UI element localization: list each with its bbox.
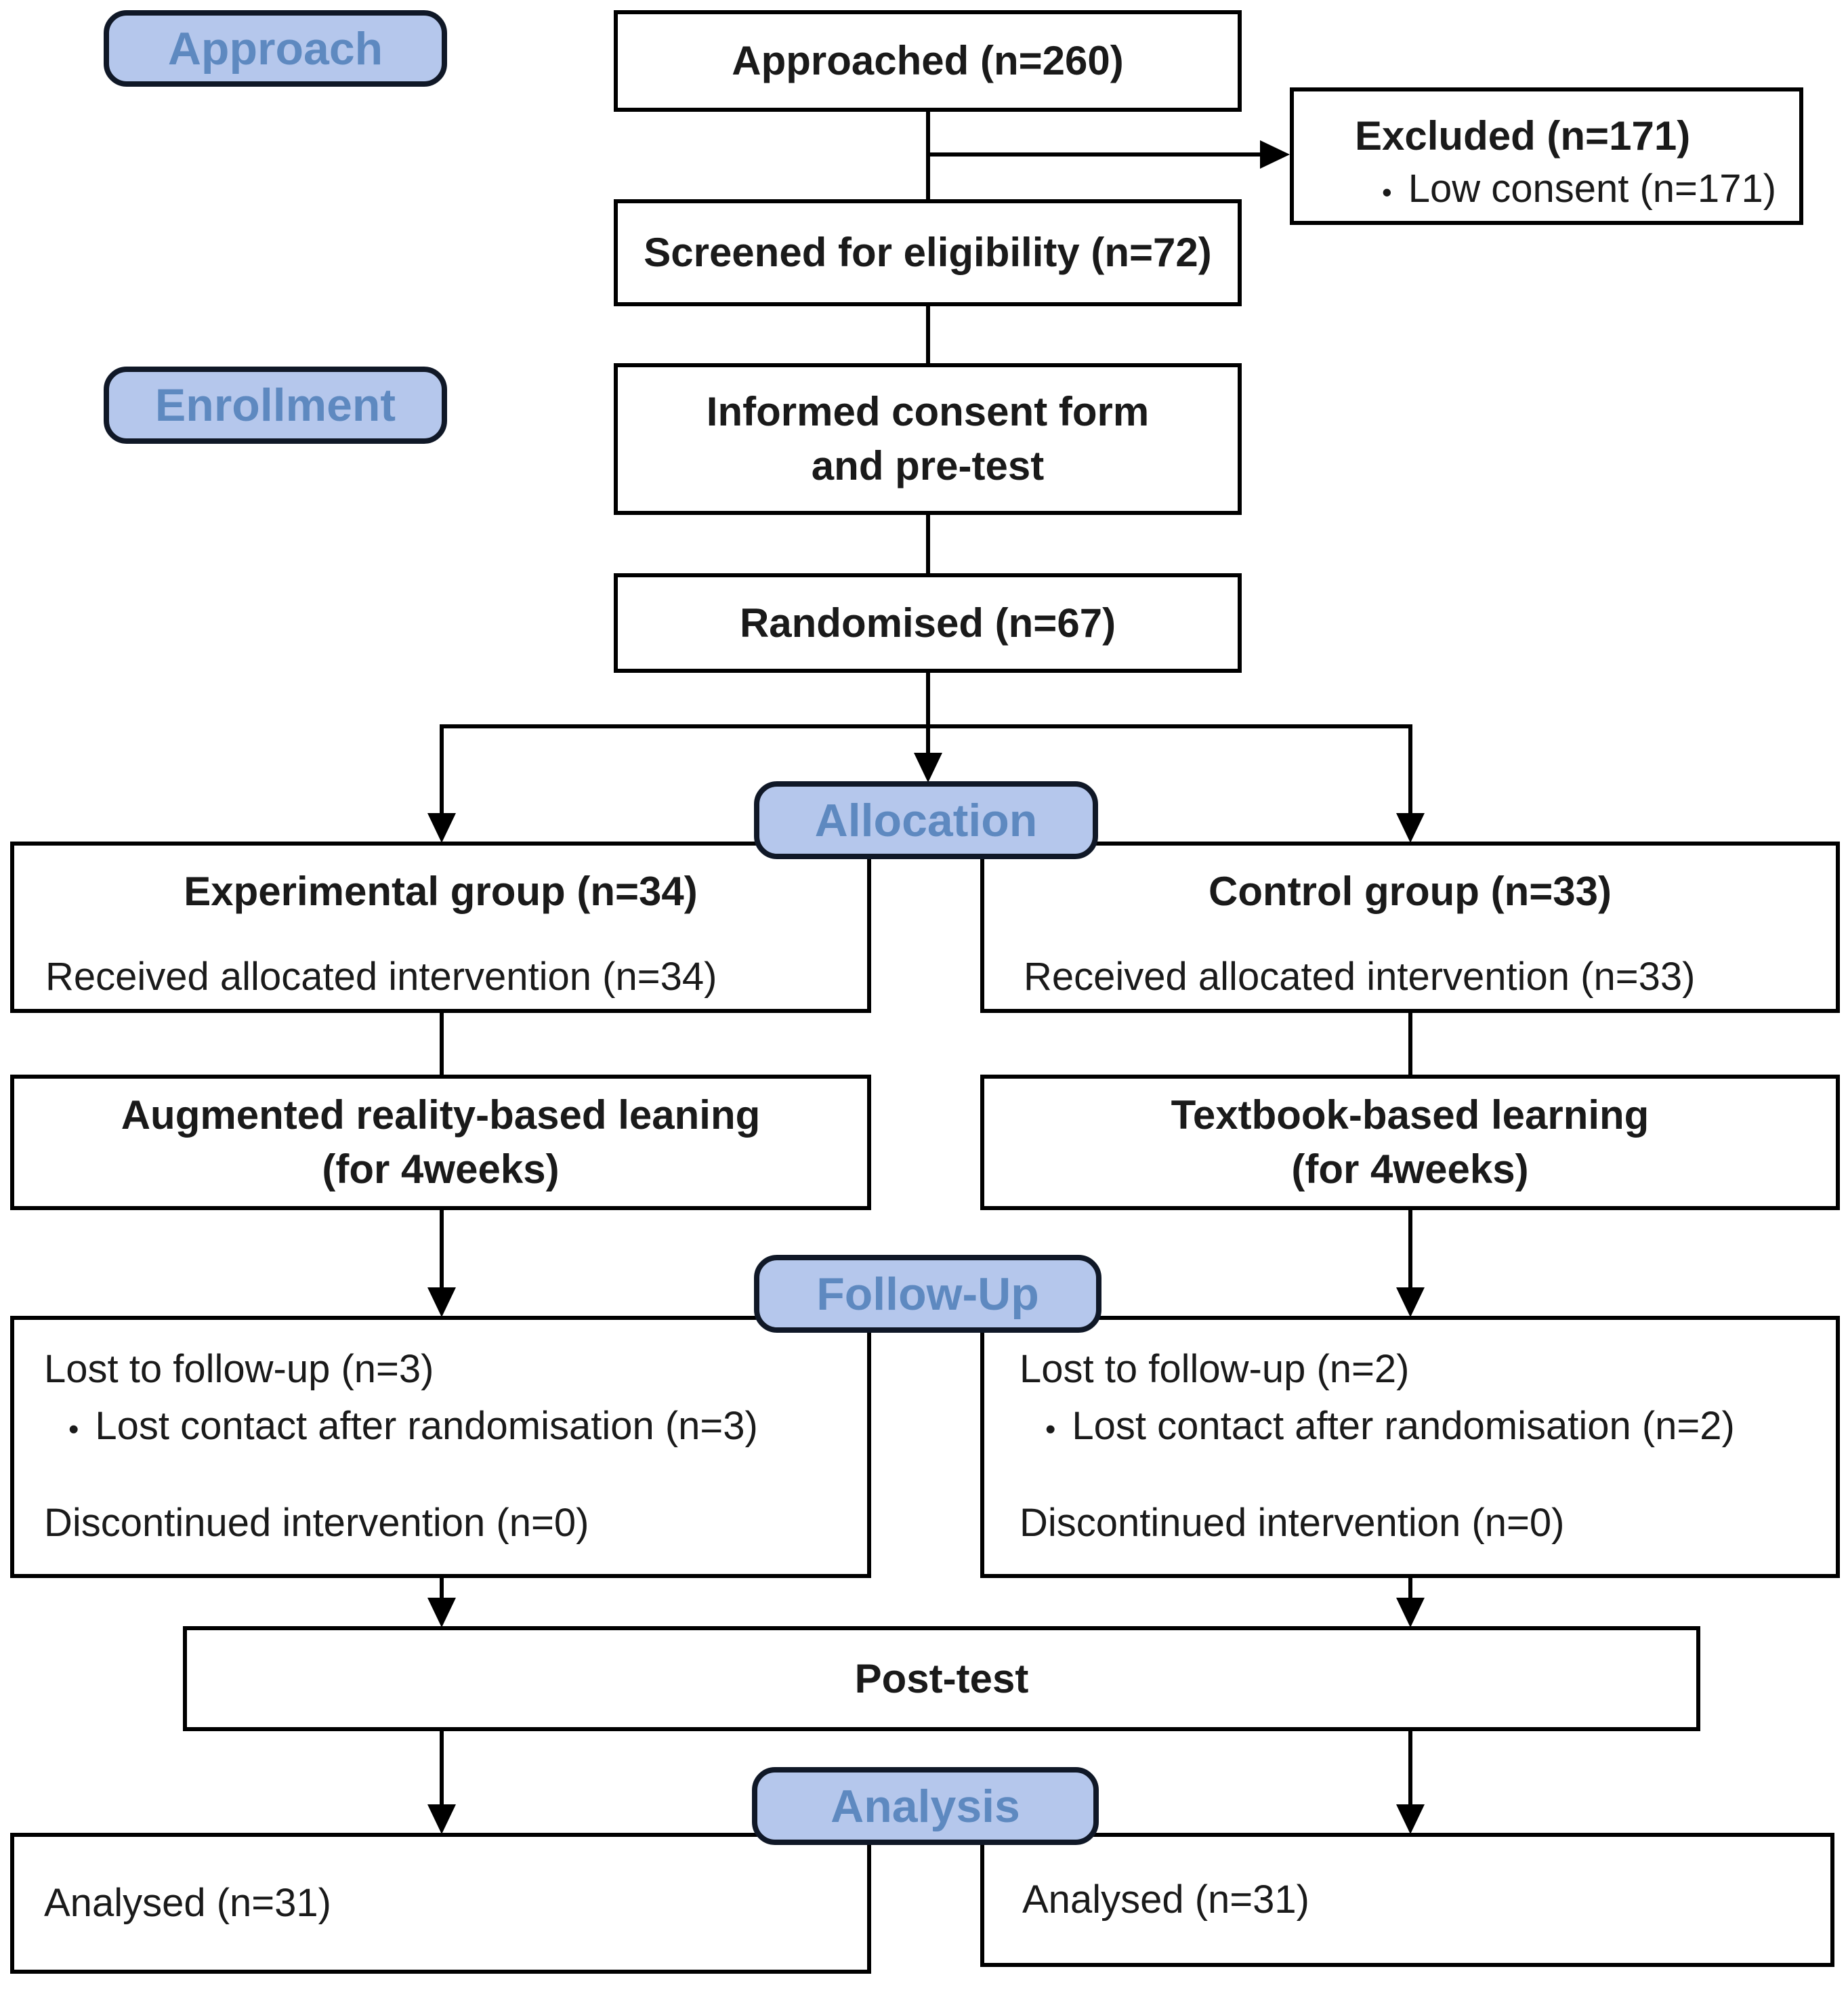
connector-posttest-to-analysed-right [1408, 1731, 1412, 1806]
ar-learning-line2: (for 4weeks) [322, 1146, 560, 1192]
connector-randomised-to-branch [926, 673, 930, 728]
experimental-title: Experimental group (n=34) [184, 869, 698, 914]
flow-box-analysed-right: Analysed (n=31) [980, 1833, 1834, 1967]
followup-left-line3: Discontinued intervention (n=0) [44, 1501, 589, 1545]
flow-box-randomised: Randomised (n=67) [614, 573, 1242, 673]
connector-control-to-textbook [1408, 1013, 1412, 1075]
approached-title: Approached (n=260) [732, 38, 1124, 83]
connector-posttest-to-analysed-left [440, 1731, 444, 1806]
screened-title: Screened for eligibility (n=72) [644, 230, 1212, 275]
arrowhead-down-posttest-right-icon [1396, 1598, 1425, 1628]
informed-line1: Informed consent form [706, 389, 1150, 434]
informed-line2: and pre-test [811, 443, 1045, 489]
excluded-title: Excluded (n=171) [1355, 113, 1691, 159]
connector-branch-left-drop [440, 724, 444, 814]
control-title: Control group (n=33) [1209, 869, 1612, 914]
flow-box-followup-left: Lost to follow-up (n=3) • Lost contact a… [10, 1316, 871, 1578]
excluded-reason: Low consent (n=171) [1408, 167, 1777, 211]
connector-ar-to-followup [440, 1210, 444, 1290]
connector-experimental-to-ar [440, 1013, 444, 1075]
flow-box-informed-consent: Informed consent form and pre-test [614, 363, 1242, 515]
connector-to-excluded [928, 152, 1261, 157]
randomised-title: Randomised (n=67) [739, 600, 1116, 646]
stage-label-enrollment: Enrollment [104, 367, 447, 444]
bullet-icon: • [68, 1413, 79, 1446]
arrowhead-down-followup-left-icon [427, 1287, 456, 1317]
arrowhead-down-followup-right-icon [1396, 1287, 1425, 1317]
flow-box-approached: Approached (n=260) [614, 10, 1242, 112]
connector-followup-right-to-posttest [1408, 1578, 1412, 1599]
followup-right-line1: Lost to follow-up (n=2) [1020, 1347, 1410, 1391]
connector-informed-to-randomised [926, 515, 930, 574]
followup-right-reason: Lost contact after randomisation (n=2) [1072, 1404, 1735, 1448]
flow-box-analysed-left: Analysed (n=31) [10, 1833, 871, 1974]
connector-branch-right-drop [1408, 724, 1412, 814]
followup-left-line1: Lost to follow-up (n=3) [44, 1347, 434, 1391]
flow-box-excluded: Excluded (n=171) • Low consent (n=171) [1290, 87, 1803, 225]
stage-label-analysis: Analysis [752, 1767, 1099, 1845]
flow-box-experimental-group: Experimental group (n=34) Received alloc… [10, 842, 871, 1013]
control-body: Received allocated intervention (n=33) [1024, 955, 1696, 999]
ar-learning-line1: Augmented reality-based leaning [121, 1092, 761, 1138]
flow-box-textbook-learning: Textbook-based learning (for 4weeks) [980, 1075, 1840, 1210]
connector-textbook-to-followup [1408, 1210, 1412, 1290]
flow-box-posttest: Post-test [183, 1626, 1700, 1731]
stage-label-approach: Approach [104, 10, 447, 87]
flow-box-ar-learning: Augmented reality-based leaning (for 4we… [10, 1075, 871, 1210]
bullet-icon: • [1382, 176, 1392, 208]
stage-label-followup: Follow-Up [754, 1255, 1101, 1333]
arrowhead-down-control-icon [1396, 813, 1425, 843]
stage-label-allocation: Allocation [754, 781, 1098, 859]
bullet-icon: • [1045, 1413, 1056, 1446]
followup-right-line3: Discontinued intervention (n=0) [1020, 1501, 1565, 1545]
connector-branch-center-drop [926, 726, 930, 754]
textbook-learning-line2: (for 4weeks) [1291, 1146, 1529, 1192]
textbook-learning-line1: Textbook-based learning [1171, 1092, 1650, 1138]
flow-box-screened: Screened for eligibility (n=72) [614, 199, 1242, 306]
arrowhead-down-analysed-right-icon [1396, 1804, 1425, 1834]
connector-followup-left-to-posttest [440, 1578, 444, 1599]
arrowhead-down-posttest-left-icon [427, 1598, 456, 1628]
experimental-body: Received allocated intervention (n=34) [45, 955, 717, 999]
arrowhead-down-experimental-icon [427, 813, 456, 843]
arrowhead-down-analysed-left-icon [427, 1804, 456, 1834]
arrowhead-right-excluded-icon [1260, 140, 1290, 169]
arrowhead-down-allocation-icon [914, 753, 942, 783]
connector-screened-to-informed [926, 306, 930, 363]
posttest-title: Post-test [854, 1655, 1029, 1701]
analysed-left-title: Analysed (n=31) [44, 1881, 331, 1925]
flow-box-followup-right: Lost to follow-up (n=2) • Lost contact a… [980, 1316, 1840, 1578]
analysed-right-title: Analysed (n=31) [1022, 1878, 1309, 1922]
flow-box-control-group: Control group (n=33) Received allocated … [980, 842, 1840, 1013]
followup-left-reason: Lost contact after randomisation (n=3) [95, 1404, 758, 1448]
